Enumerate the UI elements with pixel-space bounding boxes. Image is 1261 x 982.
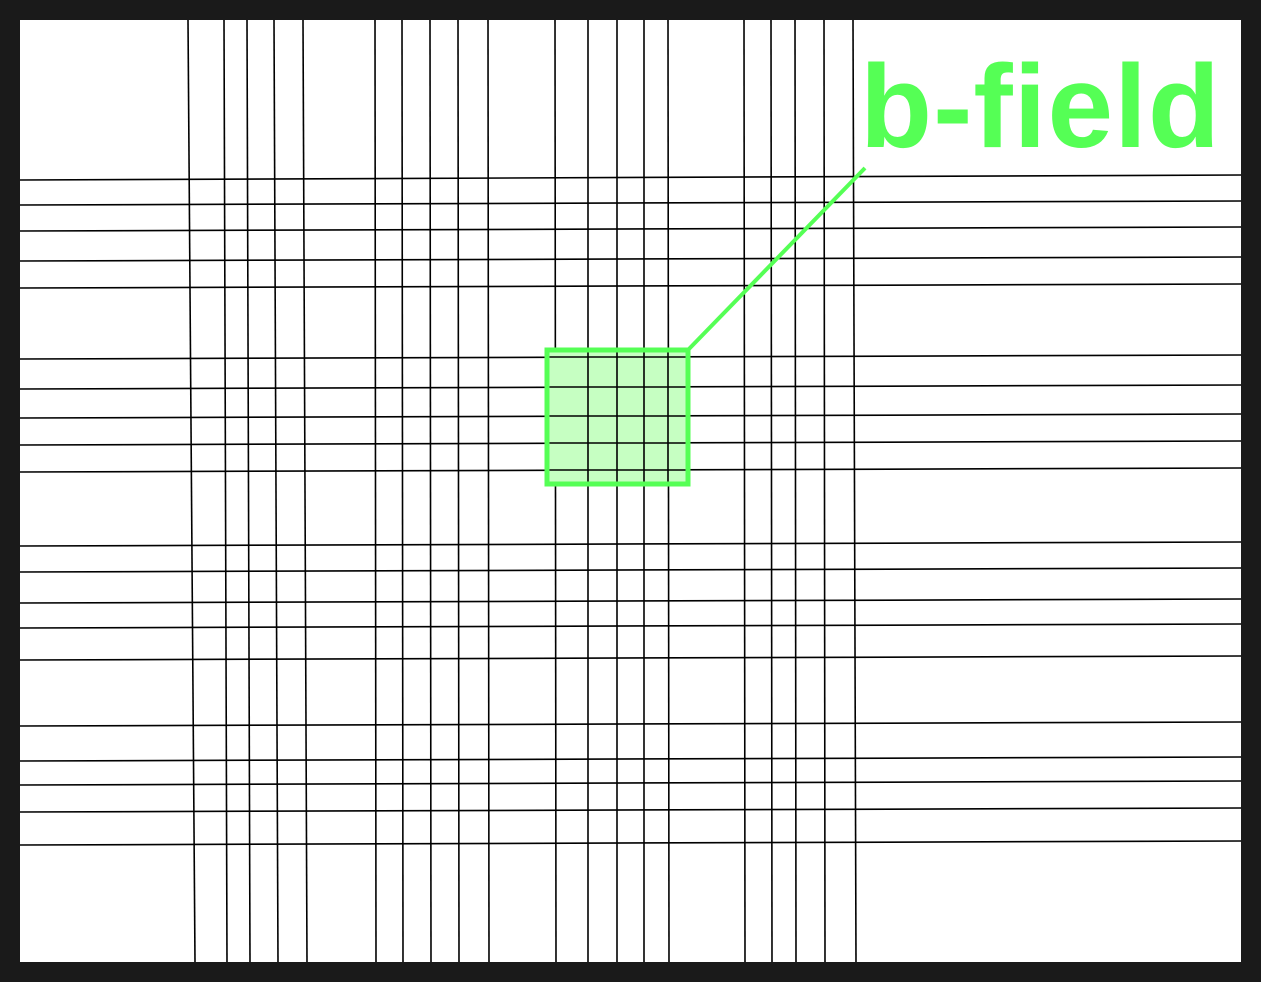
horizontal-line-18 [20,780,1241,786]
horizontal-lines [20,174,1241,846]
callout-label: b-field [860,41,1221,173]
highlight-border [544,347,691,487]
vertical-line-19 [823,20,826,962]
horizontal-line-19 [20,807,1241,813]
horizontal-line-1 [20,174,1241,181]
vertical-line-18 [794,20,797,962]
horizontal-line-2 [20,200,1241,206]
vertical-line-4 [273,20,279,962]
horizontal-line-14 [20,623,1241,629]
horizontal-line-5 [20,283,1241,289]
vertical-line-10 [487,20,490,962]
horizontal-line-16 [20,721,1241,727]
vertical-line-7 [401,20,404,962]
vertical-line-11 [554,20,557,962]
vertical-line-15 [667,20,670,962]
horizontal-line-12 [20,567,1241,573]
horizontal-line-15 [20,655,1241,661]
horizontal-line-17 [20,756,1241,762]
vertical-line-16 [743,20,746,962]
horizontal-line-20 [20,840,1241,846]
vertical-lines [187,20,857,962]
horizontal-line-4 [20,256,1241,262]
highlight-inner-lines [547,350,688,484]
vertical-line-9 [457,20,460,962]
vertical-line-6 [374,20,377,962]
horizontal-line-3 [20,226,1241,232]
vertical-line-2 [223,20,228,962]
callout-leader-line [685,166,867,353]
diagram-canvas: b-field [20,20,1241,962]
vertical-line-17 [770,20,773,962]
vertical-line-1 [187,20,196,962]
line-grid [20,20,1241,962]
vertical-line-3 [246,20,251,962]
horizontal-line-13 [20,598,1241,604]
vertical-line-5 [302,20,308,962]
vertical-line-8 [429,20,432,962]
horizontal-line-11 [20,541,1241,547]
vertical-line-20 [852,20,857,962]
